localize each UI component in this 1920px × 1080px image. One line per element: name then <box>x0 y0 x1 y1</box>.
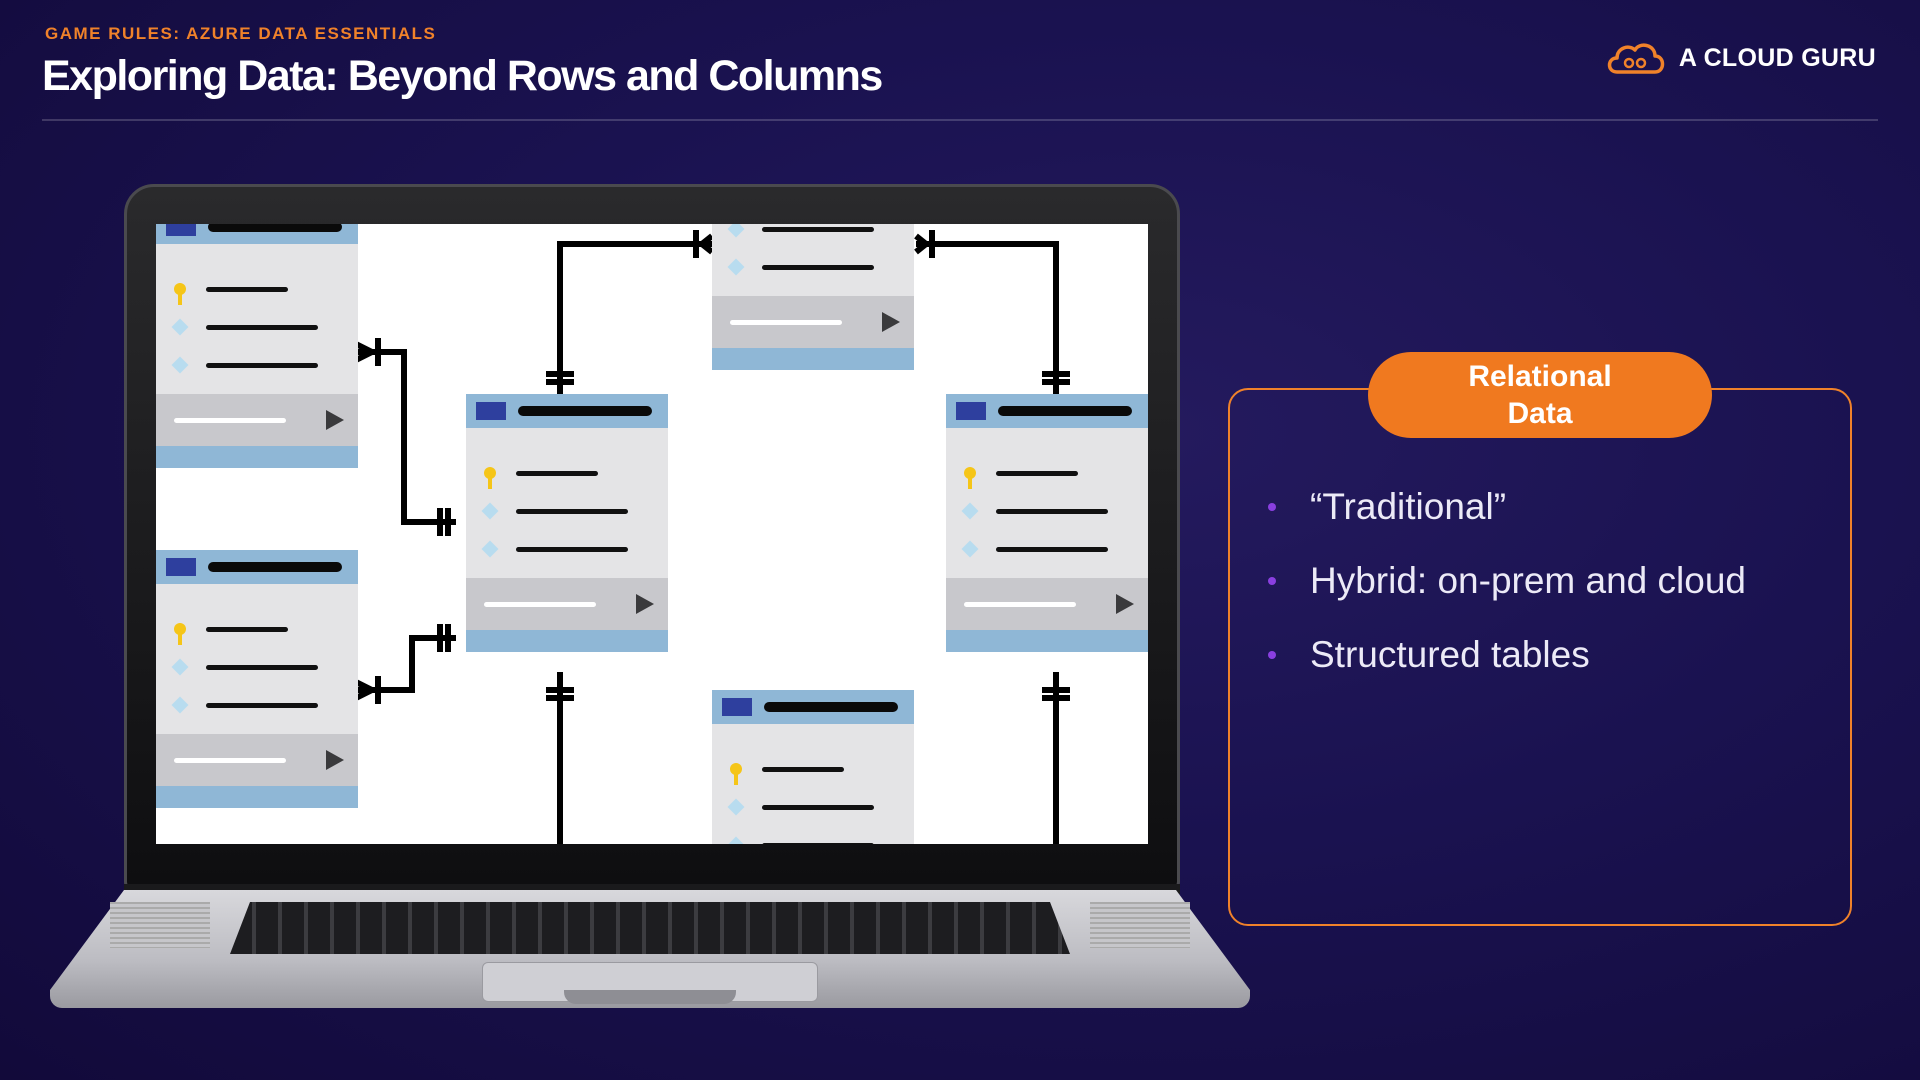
list-item: “Traditional” <box>1268 470 1746 544</box>
field-icon <box>727 224 745 238</box>
cloud-logo-icon <box>1607 43 1665 74</box>
speaker-grille <box>1090 902 1190 948</box>
field-icon <box>171 356 189 374</box>
er-diagram <box>156 224 1148 844</box>
field-icon <box>961 540 979 558</box>
er-table <box>156 550 358 808</box>
bullet-dot <box>1268 651 1276 659</box>
field-icon <box>171 318 189 336</box>
brand: A CLOUD GURU <box>1603 38 1876 78</box>
field-icon <box>727 258 745 276</box>
er-table <box>946 394 1148 652</box>
bullet-text: Hybrid: on-prem and cloud <box>1310 560 1746 601</box>
field-icon <box>727 798 745 816</box>
er-table <box>712 224 914 370</box>
field-icon <box>481 540 499 558</box>
eyebrow: GAME RULES: AZURE DATA ESSENTIALS <box>45 24 437 43</box>
bullet-dot <box>1268 577 1276 585</box>
bullet-dot <box>1268 503 1276 511</box>
field-icon <box>961 502 979 520</box>
play-icon <box>1116 594 1134 614</box>
badge-line-1: Relational <box>1468 360 1612 393</box>
play-icon <box>636 594 654 614</box>
field-icon <box>171 696 189 714</box>
laptop-hinge <box>124 884 1180 894</box>
er-table-header <box>946 394 1148 428</box>
play-icon <box>326 750 344 770</box>
er-table-header <box>466 394 668 428</box>
key-icon <box>174 623 186 645</box>
key-icon <box>484 467 496 489</box>
lid-notch <box>564 990 736 1004</box>
er-table <box>466 394 668 652</box>
bullet-list: “Traditional” Hybrid: on-prem and cloud … <box>1268 470 1746 692</box>
relational-data-badge: Relational Data <box>1368 352 1712 438</box>
field-icon <box>171 658 189 676</box>
badge-line-2: Data <box>1507 397 1573 430</box>
list-item: Structured tables <box>1268 618 1746 692</box>
key-icon <box>174 283 186 305</box>
laptop-icon <box>50 184 1250 1024</box>
keyboard <box>230 902 1070 954</box>
key-icon <box>964 467 976 489</box>
er-table-header <box>712 690 914 724</box>
header-divider <box>42 119 1878 121</box>
play-icon <box>882 312 900 332</box>
brand-name: A CLOUD GURU <box>1678 43 1876 72</box>
er-table-header <box>156 224 358 244</box>
field-icon <box>481 502 499 520</box>
er-table <box>712 690 914 844</box>
er-connectors <box>354 230 1070 844</box>
bullet-text: “Traditional” <box>1310 486 1507 527</box>
list-item: Hybrid: on-prem and cloud <box>1268 544 1746 618</box>
bullet-text: Structured tables <box>1310 634 1590 675</box>
play-icon <box>326 410 344 430</box>
speaker-grille <box>110 902 210 948</box>
er-table <box>156 224 358 468</box>
field-icon <box>727 836 745 844</box>
key-icon <box>730 763 742 785</box>
er-table-header <box>156 550 358 584</box>
page-title: Exploring Data: Beyond Rows and Columns <box>42 52 883 100</box>
